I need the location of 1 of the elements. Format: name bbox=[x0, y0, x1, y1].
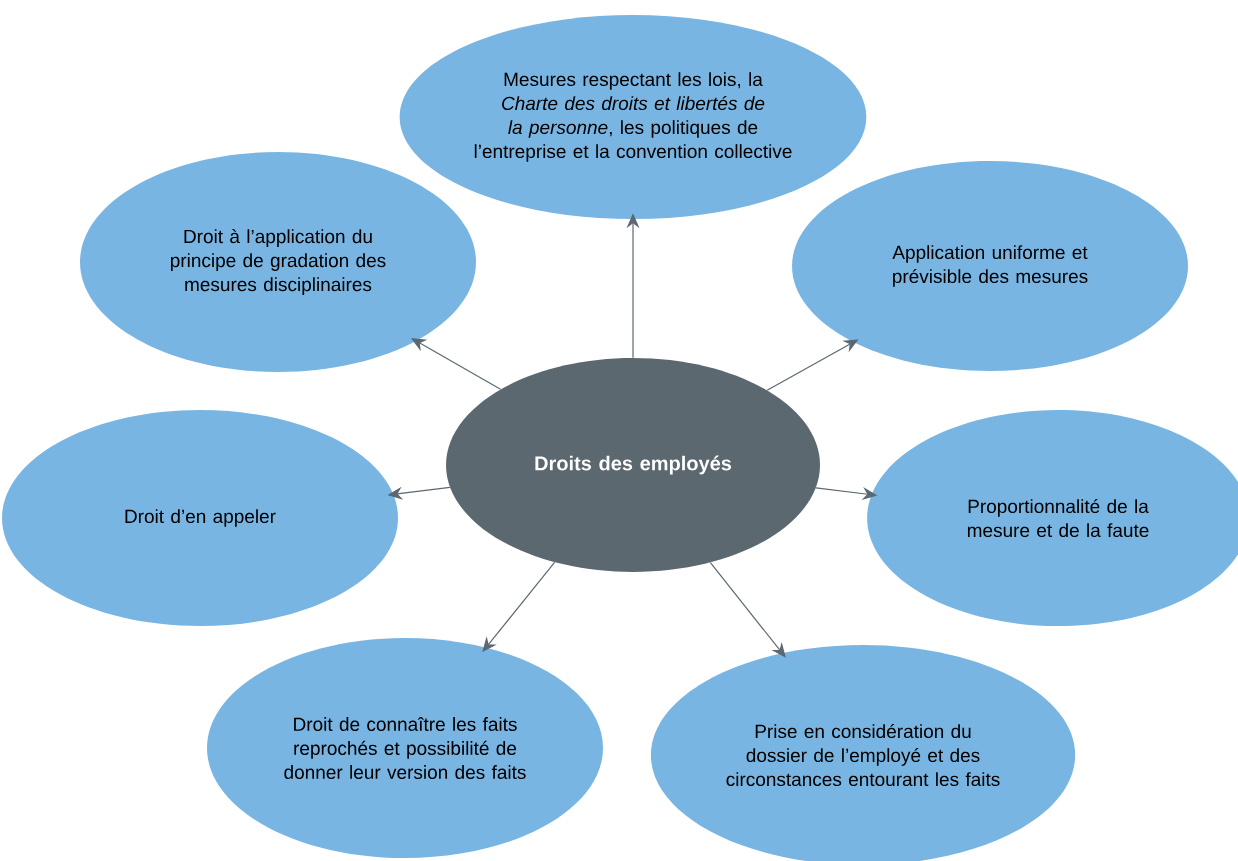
arrow bbox=[709, 562, 786, 658]
